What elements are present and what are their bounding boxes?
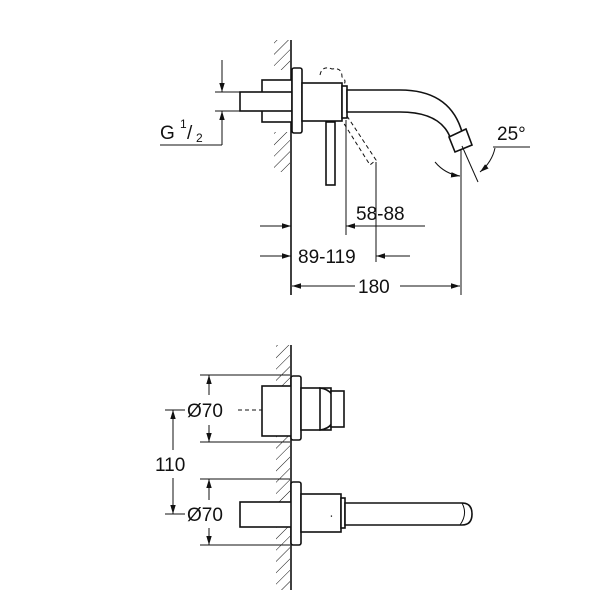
mixer-handle-cap (330, 390, 345, 428)
side-view: G 1 / 2 25° 58-88 89-119 180 (160, 40, 530, 298)
spout-body (300, 493, 342, 533)
valve-body (301, 82, 343, 122)
lever (325, 121, 336, 186)
angle-line (461, 145, 479, 183)
dim-total-projection: 180 (358, 277, 390, 298)
inlet-pipe (239, 91, 293, 112)
front-view: ▪ Ø70 Ø70 110 (155, 345, 473, 590)
mixer-box (261, 385, 293, 437)
spout (346, 89, 463, 139)
thread-fraction-den: 2 (196, 131, 203, 145)
spout-inlet (239, 501, 293, 528)
handle-alt-position (319, 67, 346, 88)
thread-label: G (160, 123, 175, 144)
spout-top (344, 502, 473, 526)
thread-fraction-num: 1 (180, 117, 187, 131)
dim-body-distance: 89-119 (298, 247, 356, 268)
thread-fraction-slash: / (187, 123, 193, 144)
dim-upper-diameter: Ø70 (187, 401, 223, 422)
angle-label: 25° (497, 124, 526, 145)
dim-lower-diameter: Ø70 (187, 505, 223, 526)
spout-flange (290, 481, 302, 546)
lever-alt-position (342, 115, 377, 166)
dim-spacing: 110 (155, 455, 185, 476)
wall-hatch-lower (276, 345, 290, 590)
mixer-flange (290, 375, 302, 441)
brand-mark: ▪ (329, 515, 335, 517)
flange (291, 67, 303, 134)
wall-hatch (274, 40, 292, 295)
aerator (447, 127, 474, 154)
dim-lever-distance: 58-88 (356, 204, 405, 225)
